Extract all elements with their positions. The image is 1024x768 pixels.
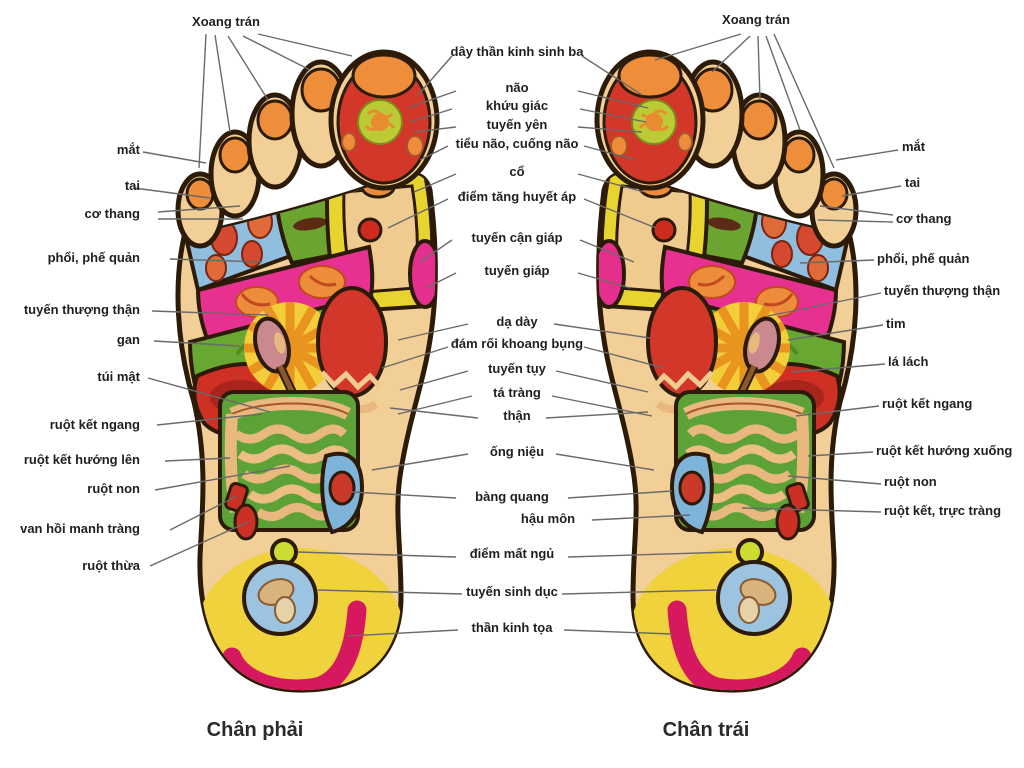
label-left-van-hoi-manh-trang: van hồi manh tràng xyxy=(20,521,140,536)
label-right-co-thang: cơ thang xyxy=(896,211,952,226)
label-right-ruot-ket-ngang: ruột kết ngang xyxy=(882,396,973,411)
label-center-tuyen-yen: tuyến yên xyxy=(486,117,548,132)
caption-right-foot: Chân phải xyxy=(206,719,304,741)
leader-lines-right xyxy=(654,33,902,513)
label-right-la-lach: lá lách xyxy=(888,354,929,369)
label-right-ruot-ket-truc-trang: ruột kết, trực tràng xyxy=(884,503,1002,518)
label-left-tai: tai xyxy=(124,178,140,193)
label-right-tim: tim xyxy=(886,316,906,331)
foot-left xyxy=(594,52,856,720)
label-center-tuyen-can-giap: tuyến cận giáp xyxy=(471,230,563,245)
label-center-tuyen-giap: tuyến giáp xyxy=(484,263,550,278)
leader-lines-center xyxy=(297,55,733,637)
label-center-tuyen-sinh-duc: tuyến sinh dục xyxy=(466,584,558,599)
caption-left-foot: Chân trái xyxy=(662,719,750,741)
label-center-nao: não xyxy=(505,80,529,95)
label-center-diem-mat-ngu: điểm mất ngủ xyxy=(469,546,555,561)
label-right-mat: mắt xyxy=(902,139,926,154)
label-right-tuyen-thuong-than: tuyến thượng thận xyxy=(884,283,1001,298)
label-center-tuyen-tuy: tuyến tụy xyxy=(488,361,546,376)
label-center-than: thận xyxy=(503,408,531,423)
label-left-ruot-ket-huong-len: ruột kết hướng lên xyxy=(23,452,140,467)
label-left-tuyen-thuong-than: tuyến thượng thận xyxy=(23,302,140,317)
label-center-ong-nieu: ống niệu xyxy=(489,444,545,459)
label-center-dam-roi-khoang-bung: đám rối khoang bụng xyxy=(450,336,584,351)
label-center-than-kinh-toa: thần kinh tọa xyxy=(471,620,553,635)
label-center-tieu-nao-cuong-nao: tiểu não, cuống não xyxy=(455,136,579,151)
label-center-ta-trang: tá tràng xyxy=(493,385,541,400)
foot-right xyxy=(178,52,440,720)
label-left-ruot-thua: ruột thừa xyxy=(82,558,140,573)
label-left-ruot-non: ruột non xyxy=(87,481,140,496)
label-center-day-than-kinh-sinh-ba: dây thần kinh sinh ba xyxy=(450,44,584,59)
label-left-gan: gan xyxy=(116,332,140,347)
label-left-co-thang: cơ thang xyxy=(84,206,140,221)
label-left-phoi-phe-quan: phổi, phế quản xyxy=(47,250,140,265)
leader-lines-left xyxy=(133,33,353,567)
label-center-diem-tang-huyet-ap: điểm tăng huyết áp xyxy=(457,189,577,204)
label-center-co: cổ xyxy=(509,164,525,179)
label-left-tui-mat: túi mật xyxy=(97,369,140,384)
label-left-mat: mắt xyxy=(116,142,140,157)
label-center-da-day: dạ dày xyxy=(496,314,538,329)
label-right-tai: tai xyxy=(905,175,921,190)
label-center-hau-mon: hậu môn xyxy=(520,511,576,526)
label-right-phoi-phe-quan: phổi, phế quản xyxy=(877,251,970,266)
label-left-ruot-ket-ngang: ruột kết ngang xyxy=(49,417,140,432)
label-xoang-tran-left: Xoang trán xyxy=(192,14,260,29)
label-right-ruot-non: ruột non xyxy=(884,474,937,489)
label-right-ruot-ket-huong-xuong: ruột kết hướng xuống xyxy=(876,443,1013,458)
label-center-bang-quang: bàng quang xyxy=(475,489,549,504)
label-xoang-tran-right: Xoang trán xyxy=(722,12,790,27)
label-center-khuu-giac: khứu giác xyxy=(485,98,549,113)
